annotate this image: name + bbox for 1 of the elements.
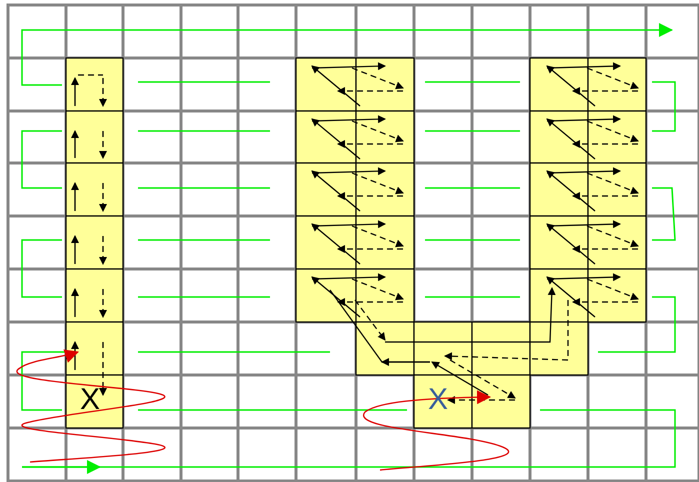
cell-mark: X	[80, 385, 100, 415]
